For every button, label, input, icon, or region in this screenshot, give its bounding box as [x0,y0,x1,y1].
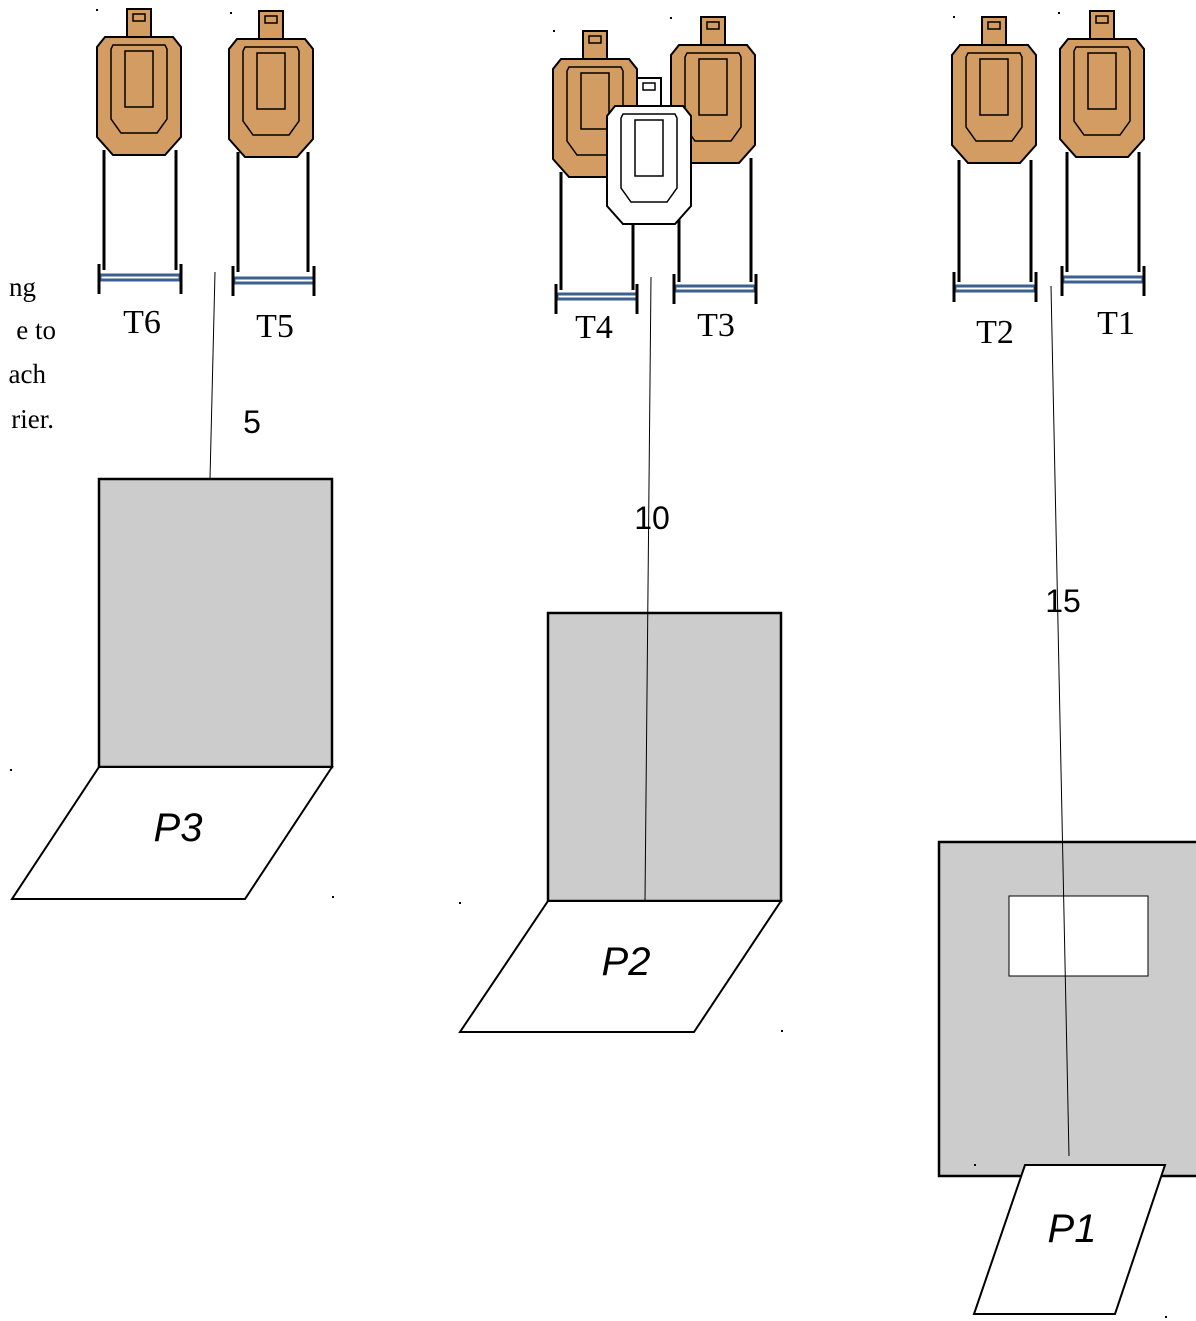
target-t4-stand [554,172,639,314]
distance-line-5: 5 [209,271,261,480]
target-t2-label: T2 [976,314,1014,351]
note-line-1: ng [9,272,36,302]
barrier-window [1008,895,1149,977]
target-t6: T6 [96,8,183,341]
barrier-right [937,840,1196,1178]
note-line-3: ach [9,359,47,389]
stray-marks [10,9,1167,1318]
target-t1-silhouette [1059,10,1145,158]
target-t1-stand [1060,152,1146,296]
shooting-box-p1: P1 [972,1164,1167,1315]
distance-label-10: 10 [634,500,670,536]
target-t5-label: T5 [256,308,294,345]
position-label-p3: P3 [154,806,203,850]
position-label-p1: P1 [1048,1207,1097,1251]
target-t4-label: T4 [575,309,613,346]
target-t6-silhouette [96,8,182,156]
distance-line-10: 10 [634,276,670,902]
note-line-2: e to [16,315,56,345]
target-t3: T3 [670,16,758,344]
target-t6-stand [97,150,183,294]
target-t4: T4 [552,30,639,346]
distance-label-5: 5 [243,404,261,440]
target-t5-stand [231,152,316,296]
target-t6-label: T6 [123,304,161,341]
stage-note: ng e to ach rier. [9,272,56,434]
note-line-4: rier. [11,404,54,434]
target-t2-silhouette [951,16,1037,164]
target-t5-silhouette [228,10,314,158]
target-t3-label: T3 [697,307,735,344]
shooting-box-p2: P2 [458,900,783,1033]
position-label-p2: P2 [602,940,651,984]
target-t1-label: T1 [1097,305,1135,342]
target-t2-stand [952,160,1038,302]
shooting-box-p3: P3 [10,766,334,900]
distance-label-15: 15 [1045,583,1081,619]
target-t1: T1 [1059,10,1146,342]
barrier-middle [546,611,783,903]
target-t2: T2 [951,16,1038,351]
distance-line-15: 15 [1045,285,1081,1157]
target-t5: T5 [228,10,316,345]
barrier-left [97,477,334,769]
